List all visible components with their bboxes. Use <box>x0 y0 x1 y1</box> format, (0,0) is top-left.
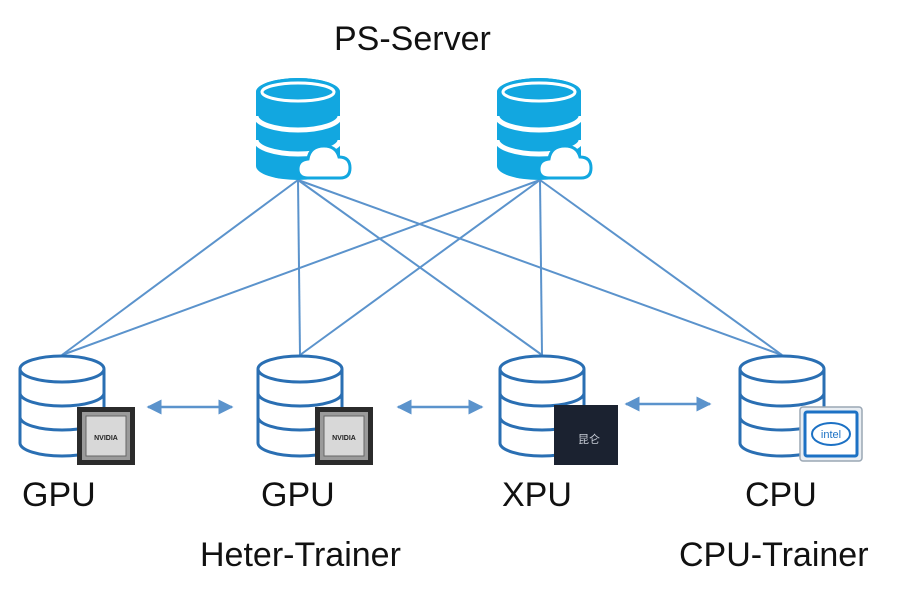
group-label-cpu-trainer: CPU-Trainer <box>679 536 869 574</box>
trainer-node-1: NVIDIA <box>18 354 135 465</box>
ps-server-title: PS-Server <box>334 20 491 58</box>
link-s2-n2 <box>299 179 541 356</box>
ps-server-2 <box>494 78 593 180</box>
trainer-node-3: 昆仑 <box>498 354 618 465</box>
node-label-cpu: CPU <box>745 476 817 514</box>
nvidia-chip-text: NVIDIA <box>94 435 118 442</box>
node-label-gpu-1: GPU <box>22 476 96 514</box>
intel-chip-text: intel <box>821 429 841 441</box>
link-s2-n3 <box>539 179 543 356</box>
link-s1-n1 <box>61 179 299 356</box>
nvidia-chip-icon: NVIDIA <box>77 407 135 465</box>
kunlun-chip-text: 昆仑 <box>578 432 600 446</box>
link-s2-n1 <box>61 179 541 356</box>
nvidia-chip-icon: NVIDIA <box>315 407 373 465</box>
server-links <box>61 179 783 356</box>
group-label-heter-trainer: Heter-Trainer <box>200 536 401 574</box>
cloud-icon <box>296 144 352 180</box>
node-label-gpu-2: GPU <box>261 476 335 514</box>
link-s2-n4 <box>539 179 783 356</box>
peer-links <box>146 396 712 415</box>
ps-server-1 <box>253 78 352 180</box>
database-outline-icon <box>738 354 826 458</box>
node-label-xpu: XPU <box>502 476 572 514</box>
trainer-node-4: intel <box>738 354 863 462</box>
cloud-icon <box>537 144 593 180</box>
nvidia-chip-text: NVIDIA <box>332 435 356 442</box>
kunlun-chip-icon: 昆仑 <box>554 405 618 465</box>
trainer-node-2: NVIDIA <box>256 354 373 465</box>
intel-chip-icon: intel <box>799 406 863 462</box>
